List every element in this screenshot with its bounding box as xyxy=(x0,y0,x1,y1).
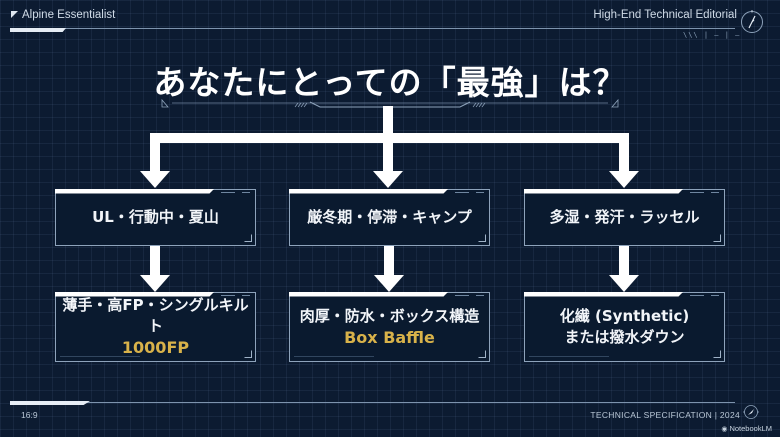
header-divider xyxy=(10,28,735,29)
condition-label: 厳冬期・停滞・キャンプ xyxy=(307,208,472,226)
connector-stem xyxy=(383,106,393,136)
recommendation-box-summer: 薄手・高FP・シングルキルト 1000FP xyxy=(55,292,256,362)
notebooklm-logo-icon: ◉ xyxy=(721,425,728,433)
footer-brand-label: NotebookLM xyxy=(729,424,772,433)
recommendation-label: 肉厚・防水・ボックス構造 xyxy=(299,306,480,325)
arrow-down-icon xyxy=(609,171,639,188)
compass-icon xyxy=(743,405,759,419)
footer-accent-bar xyxy=(10,401,90,405)
arrow-down-icon xyxy=(609,275,639,292)
footer-brand: ◉ NotebookLM xyxy=(721,424,772,433)
condition-box-winter: 厳冬期・停滞・キャンプ xyxy=(289,189,490,246)
arrow-down-icon xyxy=(373,171,403,188)
recommendation-label: 薄手・高FP・シングルキルト xyxy=(62,296,249,335)
connector-drop xyxy=(384,246,394,276)
connector-drop xyxy=(150,246,160,276)
header-corner-marker xyxy=(11,11,18,18)
header-tick-marks: \\\ | — | — xyxy=(683,31,741,39)
condition-label: UL・行動中・夏山 xyxy=(92,208,219,226)
connector-left-drop xyxy=(150,133,160,173)
header-brand-label: Alpine Essentialist xyxy=(22,9,116,21)
footer-aspect-label: 16:9 xyxy=(21,410,38,420)
highlight-value: 1000FP xyxy=(121,338,190,357)
recommendation-label: 化繊 (Synthetic) xyxy=(559,307,690,325)
condition-box-summer: UL・行動中・夏山 xyxy=(55,189,256,246)
arrow-down-icon xyxy=(140,171,170,188)
page-title: あなたにとっての「最強」は？ xyxy=(153,63,627,102)
recommendation-box-winter: 肉厚・防水・ボックス構造 Box Baffle xyxy=(289,292,490,362)
connector-right-drop xyxy=(619,133,629,173)
recommendation-label-line2: または撥水ダウン xyxy=(564,328,685,346)
compass-icon xyxy=(741,10,763,33)
footer-spec-label: TECHNICAL SPECIFICATION | 2024 xyxy=(590,410,740,420)
header-accent-bar xyxy=(10,28,66,32)
connector-drop xyxy=(619,246,629,276)
highlight-value: Box Baffle xyxy=(344,327,435,347)
condition-box-humid: 多湿・発汗・ラッセル xyxy=(524,189,725,246)
footer-divider xyxy=(10,402,735,403)
arrow-down-icon xyxy=(140,275,170,292)
header-subtitle-label: High-End Technical Editorial xyxy=(593,9,737,21)
recommendation-box-humid: 化繊 (Synthetic) または撥水ダウン xyxy=(524,292,725,362)
condition-label: 多湿・発汗・ラッセル xyxy=(549,208,700,226)
connector-center-drop xyxy=(383,133,393,173)
arrow-down-icon xyxy=(374,275,404,292)
